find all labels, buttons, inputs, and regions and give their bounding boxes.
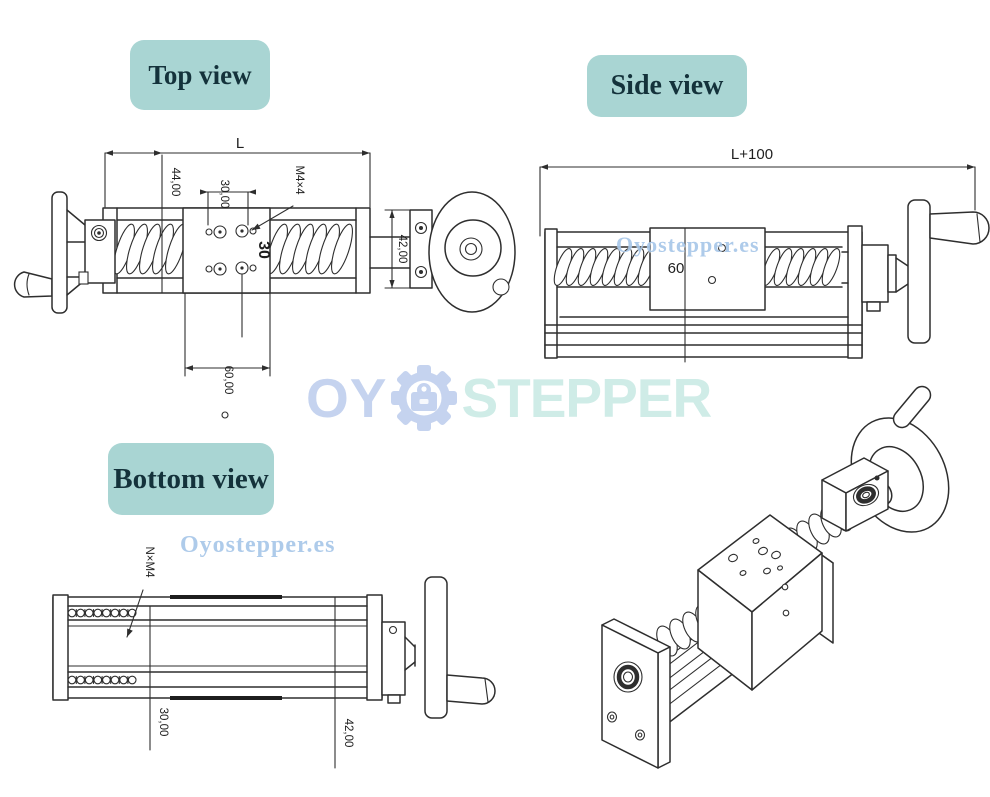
dim-top-42: 42,00: [396, 235, 408, 264]
brand-logo-prefix: OY: [306, 367, 388, 429]
dim-bottom-42: 42,00: [342, 719, 354, 748]
top-view-drawing: L 44,00 30,00 M4×4 30 60,00 42,: [13, 135, 516, 419]
bottom-view-label-text: Bottom view: [113, 462, 269, 495]
watermark-side: Oyostepper.es: [616, 232, 760, 257]
side-view-drawing: 60 L+100: [539, 146, 990, 363]
dim-bottom-30: 30,00: [157, 708, 169, 737]
dim-side-overall-length: L+100: [731, 146, 773, 163]
dim-top-m4x4: M4×4: [293, 165, 305, 195]
side-view-label: Side view: [587, 55, 747, 117]
bottom-view-label: Bottom view: [108, 443, 274, 515]
top-view-label-text: Top view: [148, 59, 252, 90]
dim-top-44: 44,00: [169, 168, 181, 197]
watermark-bottom: Oyostepper.es: [180, 532, 336, 558]
isometric-view-drawing: [601, 385, 950, 769]
brand-logo-suffix: STEPPER: [461, 367, 712, 429]
dim-bottom-nm4: N×M4: [143, 547, 155, 579]
brand-logo: OY STEPPER: [306, 362, 712, 434]
stepper-motor-gear-icon: [391, 365, 458, 431]
dim-side-carriage-60: 60: [668, 260, 685, 277]
dim-top-30-spacing: 30,00: [218, 180, 230, 209]
dim-top-overall-length: L: [236, 135, 244, 152]
bottom-view-drawing: N×M4 30,00 42,00: [52, 547, 496, 769]
dim-top-30-vertical: 30: [255, 241, 272, 259]
top-view-label: Top view: [130, 40, 270, 110]
dim-top-60: 60,00: [222, 366, 234, 395]
side-view-label-text: Side view: [610, 70, 724, 101]
